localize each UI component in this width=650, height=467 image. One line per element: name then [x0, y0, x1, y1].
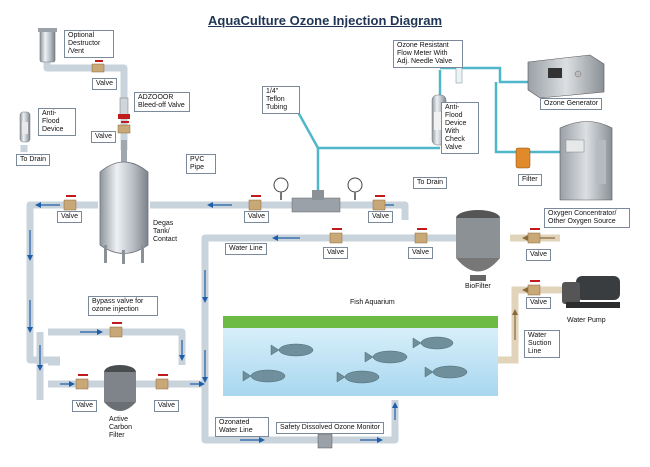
valve-waterline-b — [414, 228, 428, 244]
label-valve-pump: Valve — [526, 297, 551, 309]
label-valve-pvc: Valve — [244, 211, 269, 223]
adzooor-bleed-valve — [118, 97, 130, 119]
water-pump-unit — [562, 276, 620, 308]
label-oxygen-concentrator: Oxygen Concentrator/ Other Oxygen Source — [544, 208, 630, 228]
biofilter-unit — [456, 210, 500, 281]
label-pvc-pipe: PVC Pipe — [186, 154, 216, 174]
label-to-drain-left: To Drain — [16, 154, 51, 166]
label-valve-right-top: Valve — [368, 211, 393, 223]
valve-bypass — [109, 322, 123, 338]
fish-aquarium — [223, 316, 498, 396]
label-active-carbon-filter: Active Carbon Filter — [109, 416, 132, 439]
label-anti-flood-left: Anti- Flood Device — [38, 108, 76, 136]
valve-waterline-a — [329, 228, 343, 244]
fish-group — [242, 336, 468, 384]
oxygen-concentrator-unit — [559, 121, 613, 201]
label-bypass-valve: Bypass valve for ozone injection — [88, 296, 158, 316]
label-valve-waterline-a: Valve — [323, 247, 348, 259]
label-flow-meter: Ozone Resistant Flow Meter With Adj. Nee… — [393, 40, 463, 68]
valve-pump — [527, 280, 541, 296]
valve-left-outlet — [63, 195, 77, 211]
label-water-suction-line: Water Suction Line — [524, 330, 560, 358]
label-biofilter: BioFilter — [465, 283, 491, 290]
anti-flood-device-left — [19, 111, 31, 143]
label-to-drain-right: To Drain — [413, 177, 448, 189]
valves — [63, 60, 541, 390]
label-valve-carbon-in: Valve — [72, 400, 97, 412]
valve-right-top — [372, 195, 386, 211]
label-valve-tank-top: Valve — [91, 131, 116, 143]
destructor-vent — [38, 28, 57, 63]
label-adzooor-valve: ADZOOOR Bleed-off Valve — [134, 92, 190, 112]
label-filter: Filter — [518, 174, 542, 186]
label-valve-vent: Valve — [92, 78, 117, 90]
ozone-generator-unit — [527, 54, 605, 99]
label-anti-flood-check: Anti- Flood Device With Check Valve — [441, 102, 479, 154]
label-valve-left-outlet: Valve — [57, 211, 82, 223]
valve-o2 — [527, 228, 541, 244]
degas-tank — [99, 140, 149, 264]
diagram-title: AquaCulture Ozone Injection Diagram — [207, 13, 443, 28]
label-fish-aquarium: Fish Aquarium — [350, 299, 395, 306]
valve-pvc — [248, 195, 262, 211]
active-carbon-filter-unit — [104, 365, 136, 411]
valve-carbon-in — [75, 374, 89, 390]
label-valve-carbon-out: Valve — [154, 400, 179, 412]
label-water-line: Water Line — [225, 243, 267, 255]
filter-unit — [515, 147, 531, 169]
valve-tank-top — [117, 121, 131, 134]
label-teflon-tubing: 1/4" Teflon Tubing — [262, 86, 300, 114]
safety-monitor-unit — [317, 433, 333, 449]
valve-vent — [91, 60, 105, 73]
teflon-tee-fitting — [291, 190, 341, 213]
label-optional-destructor: Optional Destructor /Vent — [64, 30, 114, 58]
valve-carbon-out — [155, 374, 169, 390]
label-ozone-generator: Ozone Generator — [540, 98, 603, 110]
label-degas-tank: Degas Tank/ Contact — [153, 220, 178, 243]
label-valve-waterline-b: Valve — [408, 247, 433, 259]
label-safety-monitor: Safety Dissolved Ozone Monitor — [276, 422, 384, 434]
pressure-gauges — [273, 177, 363, 200]
label-ozonated-water-line: Ozonated Water Line — [215, 417, 269, 437]
label-valve-o2: Valve — [526, 249, 551, 261]
label-water-pump: Water Pump — [567, 317, 606, 324]
